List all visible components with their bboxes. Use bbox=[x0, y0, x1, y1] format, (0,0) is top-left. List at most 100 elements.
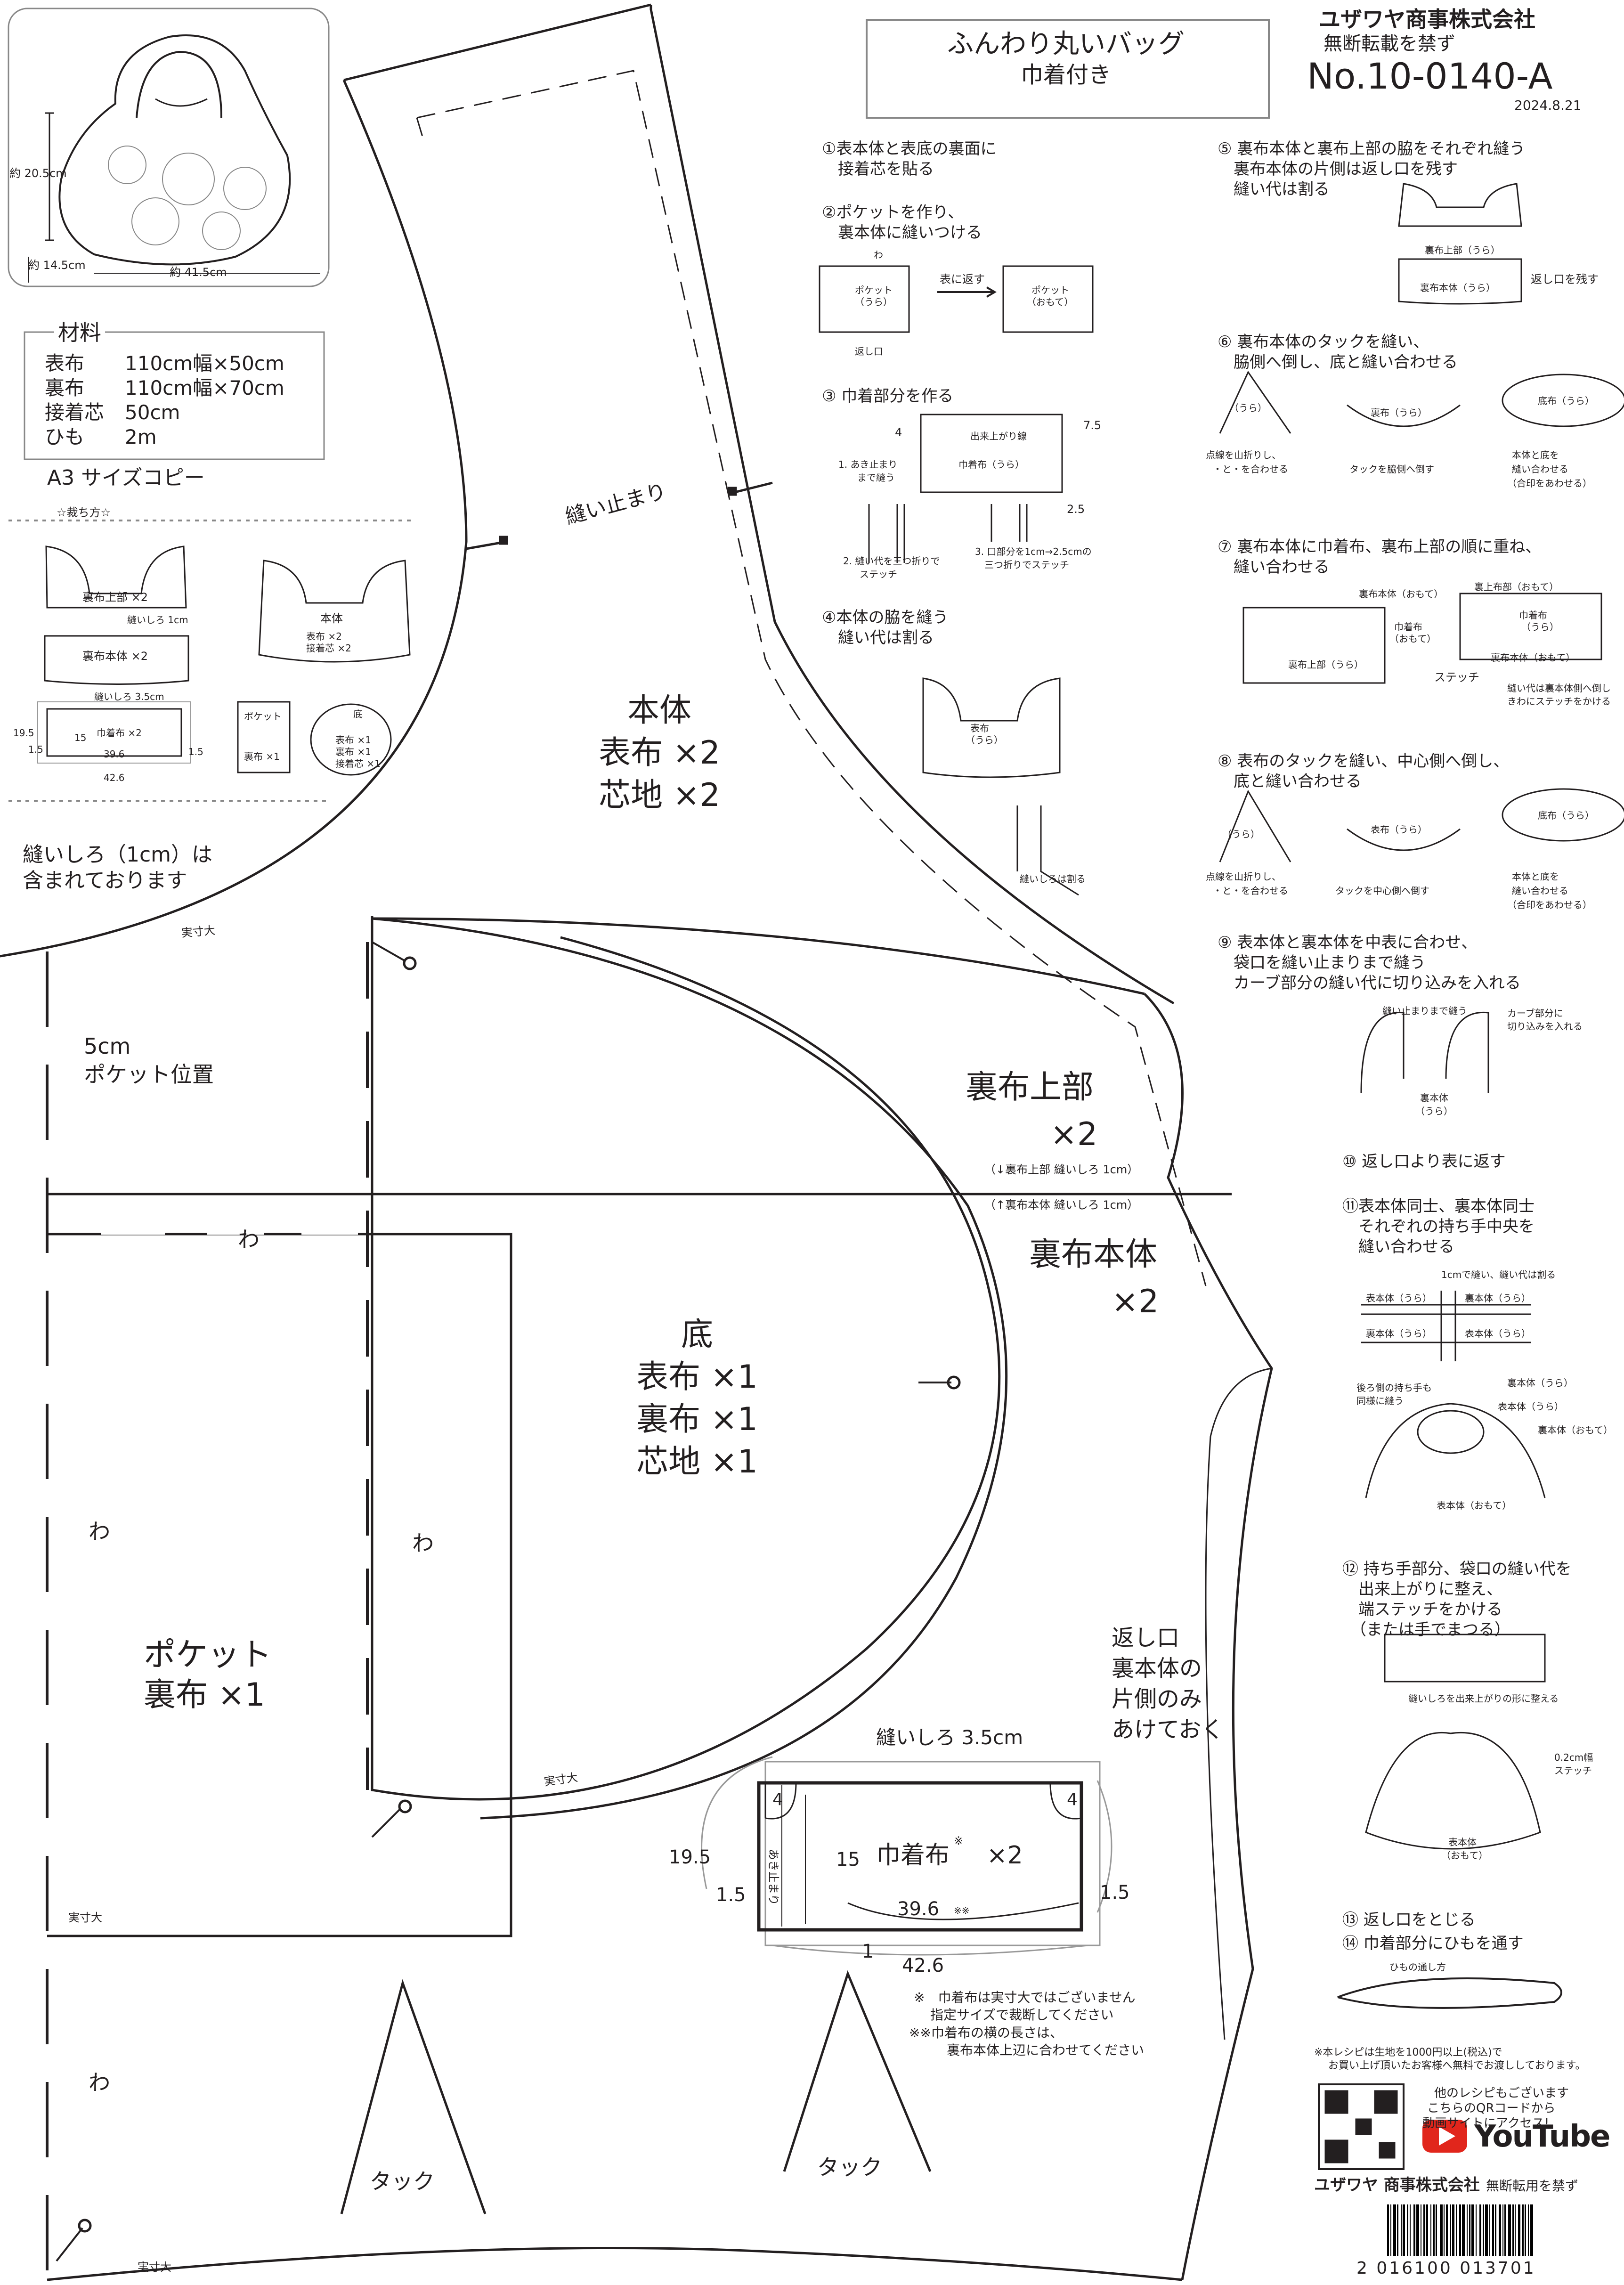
step-13-line: ⑬ 返し口をとじる bbox=[1342, 1911, 1476, 1929]
s14-label: ひもの通し方 bbox=[1389, 1961, 1446, 1973]
s3-label: 1. あき止まり bbox=[838, 459, 898, 470]
title-box bbox=[866, 19, 1270, 119]
s7-label: 裏布本体（おもて） bbox=[1359, 588, 1444, 600]
body-title: 本体 bbox=[627, 692, 691, 729]
ds-dim: 15 bbox=[836, 1849, 860, 1870]
step-6-line: ⑥ 裏布本体のタックを縫い、 bbox=[1218, 333, 1429, 351]
step-5-line: 裏布本体の片側は返し口を残す bbox=[1218, 160, 1458, 179]
drawstring-note: ※※巾着布の横の長さは、 bbox=[909, 2025, 1063, 2041]
s3-label: 4 bbox=[895, 426, 902, 439]
body-qty-2: 芯地 ×2 bbox=[599, 777, 720, 814]
bottom-piece-outline bbox=[371, 916, 1001, 1801]
s8-label: 点線を山折りし、 bbox=[1206, 871, 1281, 882]
step-7-line: 縫い合わせる bbox=[1218, 558, 1330, 577]
ds-dim: 1.5 bbox=[1100, 1882, 1130, 1903]
s6-label: 底布（うら） bbox=[1538, 395, 1594, 407]
return-label: 片側のみ bbox=[1112, 1686, 1202, 1712]
lining-body-title: 裏布本体 bbox=[1029, 1236, 1158, 1273]
bottom-piece-arc bbox=[372, 917, 1008, 1820]
s11-label: 表本体（うら） bbox=[1366, 1293, 1432, 1304]
s11-label: 表本体（おもて） bbox=[1437, 1500, 1512, 1511]
footer-company: ユザワヤ 商事株式会社 bbox=[1314, 2176, 1480, 2195]
material-name: ひも bbox=[45, 425, 85, 448]
step-9-line: カーブ部分の縫い代に切り込みを入れる bbox=[1218, 974, 1521, 992]
s7-label: 巾着布 bbox=[1394, 621, 1422, 633]
youtube-link[interactable]: YouTube bbox=[1474, 2119, 1610, 2154]
company-name: ユザワヤ商事株式会社 bbox=[1319, 7, 1535, 32]
s7-label: 巾着布 bbox=[1519, 610, 1547, 621]
layout-pocket: ポケット bbox=[244, 711, 282, 722]
lining-upper-right bbox=[1205, 1367, 1272, 2040]
s8-label: ・と・を合わせる bbox=[1213, 885, 1288, 896]
s11-label: 裏本体（うら） bbox=[1366, 1328, 1432, 1339]
footer-note: お買い上げ頂いたお客様へ無料でお渡ししております。 bbox=[1328, 2060, 1586, 2072]
layout-seam-1cm: 縫いしろ 1cm bbox=[127, 614, 188, 626]
s9-label: 裏本体 bbox=[1420, 1092, 1448, 1104]
tuck-left bbox=[340, 1979, 487, 2214]
s3-label: 2. 縫い代を三つ折りで bbox=[843, 555, 940, 567]
s8-label: 底布（うら） bbox=[1538, 810, 1594, 821]
s6-label: タックを脇側へ倒す bbox=[1349, 464, 1434, 475]
step-12-line: 端ステッチをかける bbox=[1342, 1600, 1502, 1619]
qr-code[interactable] bbox=[1319, 2084, 1404, 2169]
actual-size-label: 実寸大 bbox=[68, 1911, 102, 1924]
drawstring-qty: ×2 bbox=[987, 1841, 1023, 1870]
lining-body-qty: ×2 bbox=[1112, 1283, 1159, 1320]
drawstring-title: 巾着布 bbox=[876, 1841, 950, 1870]
fold-mark: わ bbox=[89, 1519, 110, 1544]
footer-more: こちらのQRコードから bbox=[1427, 2101, 1556, 2115]
pattern-date: 2024.8.21 bbox=[1514, 98, 1582, 113]
bottom-qty-2: 裏布 ×1 bbox=[636, 1401, 758, 1438]
step-4-line: 縫い代は割る bbox=[822, 628, 934, 647]
step-12-line: （または手でまつる） bbox=[1342, 1620, 1510, 1639]
layout-dim: 39.6 bbox=[104, 748, 125, 760]
material-value: 110cm幅×70cm bbox=[125, 376, 284, 399]
step-10-line: ⑩ 返し口より表に返す bbox=[1342, 1152, 1506, 1171]
material-name: 接着芯 bbox=[45, 401, 105, 424]
ds-dim: 1 bbox=[862, 1941, 874, 1962]
drawstring-opening: あき止まり bbox=[767, 1849, 780, 1905]
s11-label: 裏本体（うら） bbox=[1465, 1293, 1531, 1304]
s2-label: （うら） bbox=[855, 296, 893, 308]
s9-label: （うら） bbox=[1415, 1106, 1453, 1117]
s5-label: 裏布上部（うら） bbox=[1425, 244, 1500, 256]
s7-label: 裏上布部（おもて） bbox=[1474, 581, 1559, 593]
step-14-line: ⑭ 巾着部分にひもを通す bbox=[1342, 1934, 1524, 1953]
seam-note: 含まれております bbox=[23, 869, 187, 893]
return-label: あけておく bbox=[1112, 1716, 1224, 1743]
pocket-qty: 裏布 ×1 bbox=[144, 1676, 265, 1714]
drawstring-left-curve bbox=[701, 1756, 773, 1889]
s7-label: 縫い代は裏本体側へ倒し bbox=[1507, 683, 1611, 694]
material-value: 110cm幅×50cm bbox=[125, 352, 284, 375]
s4-label: 表布 bbox=[970, 723, 989, 734]
s8-label: 表布（うら） bbox=[1371, 824, 1427, 835]
ds-dim: 4 bbox=[1067, 1790, 1078, 1809]
step-1-line: 接着芯を貼る bbox=[822, 160, 934, 179]
body-bottom-edge bbox=[47, 2247, 1183, 2281]
layout-bottom-a: 表布 ×1 bbox=[335, 734, 371, 746]
return-label: 裏本体の bbox=[1112, 1655, 1202, 1682]
step-8-line: 底と縫い合わせる bbox=[1218, 772, 1362, 791]
s12-label: ステッチ bbox=[1554, 1765, 1592, 1776]
drawstring-note: ※ 巾着布は実寸大ではございません bbox=[914, 1990, 1136, 2005]
pocket-outline bbox=[47, 1233, 512, 1937]
step-6-line: 脇側へ倒し、底と縫い合わせる bbox=[1218, 353, 1458, 372]
pattern-number: No.10-0140-A bbox=[1307, 55, 1553, 97]
step-12-line: ⑫ 持ち手部分、袋口の縫い代を bbox=[1342, 1560, 1572, 1578]
lining-right-edge bbox=[1144, 993, 1273, 2280]
s6-label: （うら） bbox=[1229, 402, 1267, 414]
drawstring-note: 指定サイズで裁断してください bbox=[930, 2007, 1114, 2023]
pocket-title: ポケット bbox=[144, 1636, 272, 1674]
step-5-line: ⑤ 裏布本体と裏布上部の脇をそれぞれ縫う bbox=[1218, 139, 1526, 158]
actual-size-label: 実寸大 bbox=[138, 2261, 171, 2274]
s2-label: 返し口 bbox=[855, 346, 883, 357]
ds-dim: 42.6 bbox=[902, 1955, 944, 1976]
youtube-icon[interactable] bbox=[1420, 2120, 1470, 2154]
s11-label: 表本体（うら） bbox=[1465, 1328, 1531, 1339]
bag-height: 約 20.5cm bbox=[9, 167, 67, 180]
step-9-line: ⑨ 表本体と裏本体を中表に合わせ、 bbox=[1218, 933, 1478, 952]
body-qty-1: 表布 ×2 bbox=[599, 734, 720, 772]
drawstring-right-curve bbox=[1096, 1780, 1112, 1913]
s2-label: ポケット bbox=[855, 285, 893, 296]
s8-label: タックを中心側へ倒す bbox=[1335, 885, 1429, 896]
